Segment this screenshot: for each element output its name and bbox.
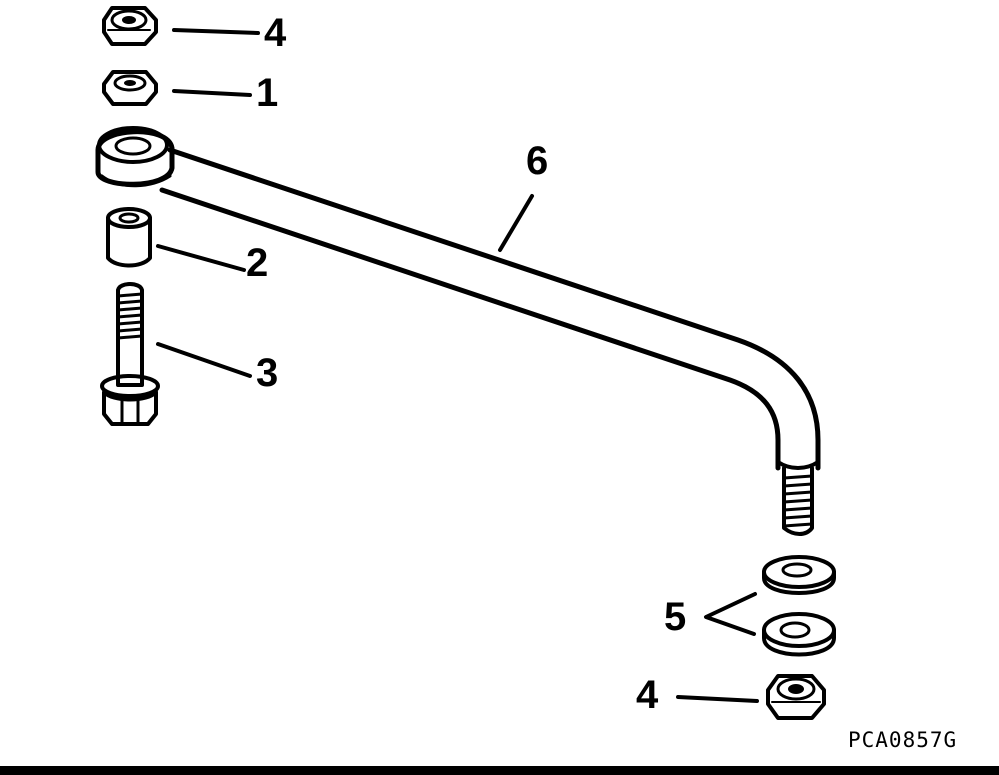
callout-washers: 5 xyxy=(664,595,686,639)
bottom-lock-nut xyxy=(766,674,826,720)
callout-link-rod: 6 xyxy=(526,139,548,183)
leader-bushing xyxy=(156,244,246,272)
upper-washer xyxy=(762,555,836,595)
callout-bushing: 2 xyxy=(246,241,268,285)
flat-nut xyxy=(102,70,158,106)
flange-bolt xyxy=(100,282,160,426)
callout-top-nut: 4 xyxy=(264,11,287,55)
leader-washers xyxy=(704,592,757,636)
leader-top-nut xyxy=(172,28,260,35)
bushing xyxy=(106,207,152,268)
leader-bottom-nut xyxy=(676,695,759,703)
figure-code: PCA0857G xyxy=(848,728,957,752)
lower-washer xyxy=(762,612,836,657)
callout-flat-nut: 1 xyxy=(256,71,278,115)
leader-bolt xyxy=(156,342,252,378)
callout-bottom-nut: 4 xyxy=(636,673,659,717)
link-rod xyxy=(95,126,821,536)
callout-bolt: 3 xyxy=(256,351,278,395)
leader-flat-nut xyxy=(172,89,252,97)
leader-link-rod xyxy=(498,194,534,252)
bottom-border xyxy=(0,766,999,775)
top-lock-nut xyxy=(102,6,158,46)
